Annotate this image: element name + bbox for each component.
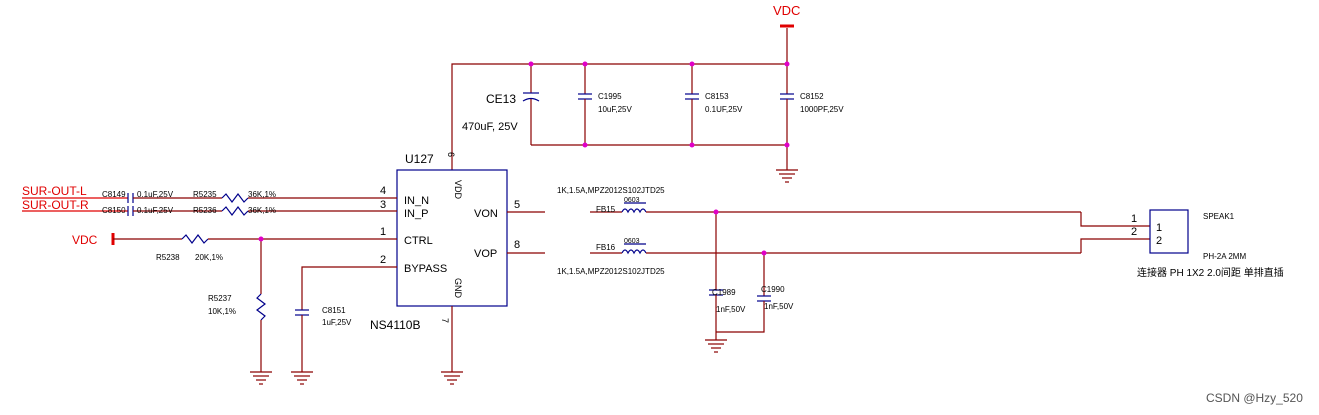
pin-number-6: 6 bbox=[446, 152, 456, 157]
bypass-wiring bbox=[295, 266, 397, 372]
pin-vdd-label: VDD bbox=[453, 180, 463, 200]
ground-icon bbox=[705, 339, 727, 353]
ground-icon bbox=[250, 371, 272, 385]
c8153-ref: C8153 bbox=[705, 92, 729, 101]
fb15-ref: FB15 bbox=[596, 205, 616, 214]
pin-number-1: 1 bbox=[380, 226, 386, 238]
c8153-value: 0.1UF,25V bbox=[705, 105, 743, 114]
amplifier-ic-body bbox=[396, 169, 508, 372]
fb16-value: 1K,1.5A,MPZ2012S102JTD25 bbox=[557, 267, 665, 276]
capacitor-c8152 bbox=[780, 64, 794, 145]
vdc-left-label: VDC bbox=[72, 233, 98, 247]
von-junction bbox=[713, 209, 719, 215]
net-sur-out-l: SUR-OUT-L bbox=[22, 184, 87, 198]
r5238-ref: R5238 bbox=[156, 253, 180, 262]
c1989-value: 1nF,50V bbox=[716, 305, 746, 314]
pin-number-2: 2 bbox=[380, 254, 386, 266]
fb15-value: 1K,1.5A,MPZ2012S102JTD25 bbox=[557, 186, 665, 195]
pin-number-8: 8 bbox=[514, 239, 520, 251]
vop-junction bbox=[761, 250, 767, 256]
pin-bypass-label: BYPASS bbox=[404, 263, 447, 275]
r5236-value: 36K,1% bbox=[248, 206, 276, 215]
input-wiring bbox=[22, 193, 397, 216]
pin-von-label: VON bbox=[474, 208, 498, 220]
top-junctions bbox=[528, 61, 790, 148]
r5238-value: 20K,1% bbox=[195, 253, 223, 262]
conn-pin-2: 2 bbox=[1131, 226, 1137, 238]
ce13-ref: CE13 bbox=[486, 92, 516, 106]
c8149-value: 0.1uF,25V bbox=[137, 190, 174, 199]
connector-model: PH-2A 2MM bbox=[1203, 252, 1246, 261]
conn-pin-1: 1 bbox=[1131, 213, 1137, 225]
capacitor-c1995 bbox=[578, 64, 592, 145]
conn-pin-2-inner: 2 bbox=[1156, 235, 1162, 247]
connector-description: 连接器 PH 1X2 2.0间距 单排直插 bbox=[1137, 266, 1284, 279]
r5237-ref: R5237 bbox=[208, 294, 232, 303]
c1990-ref: C1990 bbox=[761, 285, 785, 294]
capacitor-c8153 bbox=[685, 64, 699, 145]
r5237-value: 10K,1% bbox=[208, 307, 236, 316]
pin-number-5: 5 bbox=[514, 199, 520, 211]
watermark: CSDN @Hzy_520 bbox=[1206, 391, 1303, 405]
c1995-value: 10uF,25V bbox=[598, 105, 632, 114]
ctrl-junction bbox=[258, 236, 264, 242]
ce13-value: 470uF, 25V bbox=[462, 121, 518, 133]
r5235-ref: R5235 bbox=[193, 190, 217, 199]
ground-icon bbox=[291, 371, 313, 385]
c8149-ref: C8149 bbox=[102, 190, 126, 199]
speaker-connector bbox=[1149, 209, 1189, 254]
vdc-top-label: VDC bbox=[773, 3, 800, 18]
pin-gnd-label: GND bbox=[453, 278, 463, 299]
ctrl-wiring bbox=[111, 233, 397, 372]
ic-part: NS4110B bbox=[370, 318, 420, 332]
c1989-ref: C1989 bbox=[712, 288, 736, 297]
pin-number-4: 4 bbox=[380, 185, 386, 197]
pin-in-p-label: IN_P bbox=[404, 208, 428, 220]
fb16-package: 0603 bbox=[624, 238, 640, 245]
c1990-value: 1nF,50V bbox=[764, 302, 794, 311]
c8152-ref: C8152 bbox=[800, 92, 824, 101]
connector-ref: SPEAK1 bbox=[1203, 212, 1235, 221]
pin-number-3: 3 bbox=[380, 199, 386, 211]
c8152-value: 1000PF,25V bbox=[800, 105, 844, 114]
top-power-rail bbox=[451, 28, 788, 170]
c8151-value: 1uF,25V bbox=[322, 318, 352, 327]
pin-ctrl-label: CTRL bbox=[404, 235, 433, 247]
conn-pin-1-inner: 1 bbox=[1156, 222, 1162, 234]
c8150-ref: C8150 bbox=[102, 206, 126, 215]
c1995-ref: C1995 bbox=[598, 92, 622, 101]
net-sur-out-r: SUR-OUT-R bbox=[22, 198, 89, 212]
capacitor-ce13 bbox=[522, 64, 540, 145]
pin-vop-label: VOP bbox=[474, 248, 497, 260]
pin-in-n-label: IN_N bbox=[404, 195, 429, 207]
ground-icon bbox=[776, 169, 798, 183]
ground-icon bbox=[441, 371, 463, 385]
c8151-ref: C8151 bbox=[322, 306, 346, 315]
fb15-package: 0603 bbox=[624, 197, 640, 204]
r5236-ref: R5236 bbox=[193, 206, 217, 215]
c8150-value: 0.1uF,25V bbox=[137, 206, 174, 215]
ic-ref: U127 bbox=[405, 152, 434, 166]
pin-number-7: 7 bbox=[440, 318, 450, 323]
fb16-ref: FB16 bbox=[596, 243, 616, 252]
r5235-value: 36K,1% bbox=[248, 190, 276, 199]
